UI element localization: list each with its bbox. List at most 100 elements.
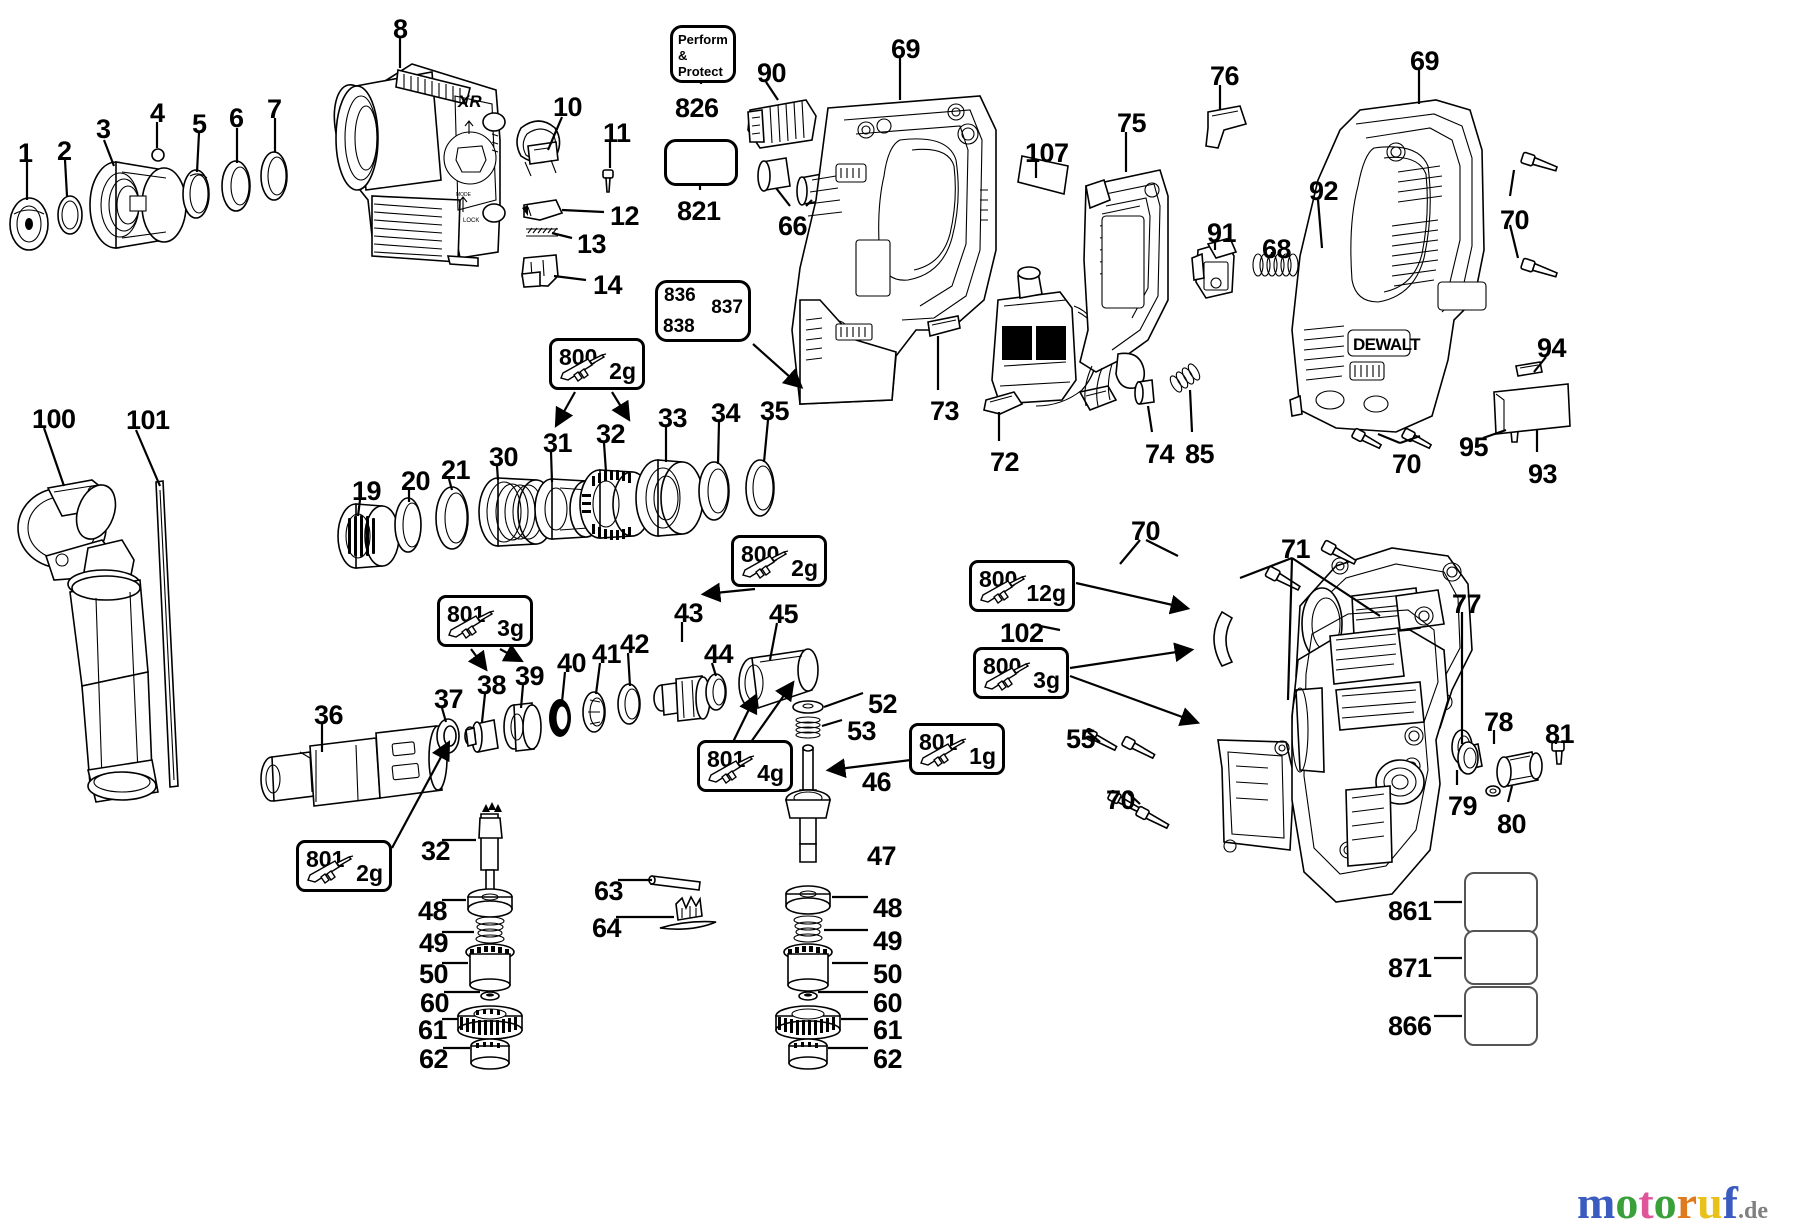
art-63-64 xyxy=(648,875,717,930)
watermark-letter: r xyxy=(1676,1177,1698,1228)
part-number-49b: 49 xyxy=(873,926,903,956)
watermark-letter: o xyxy=(1615,1177,1639,1228)
accessory-box-866 xyxy=(1464,986,1538,1046)
part-number-10: 10 xyxy=(553,92,583,122)
perform-protect-line-2: & xyxy=(678,47,688,63)
part-number-826: 826 xyxy=(675,93,719,123)
part-number-73: 73 xyxy=(930,396,960,426)
part-number-30: 30 xyxy=(489,442,519,472)
watermark-letter: o xyxy=(1653,1177,1677,1228)
art-clamshell-69-left xyxy=(791,95,997,405)
part-number-37: 37 xyxy=(434,684,464,714)
part-number-3: 3 xyxy=(96,114,111,144)
part-number-70b: 70 xyxy=(1392,449,1422,479)
part-number-95: 95 xyxy=(1459,432,1489,462)
part-number-63: 63 xyxy=(594,876,624,906)
part-number-81: 81 xyxy=(1545,719,1575,749)
art-mode-selector-10-14 xyxy=(516,120,614,288)
watermark-letter: m xyxy=(1577,1177,1616,1228)
svg-text:MODE: MODE xyxy=(456,192,472,198)
svg-text:DEWALT: DEWALT xyxy=(1353,335,1421,354)
part-number-64: 64 xyxy=(592,913,622,943)
accessory-box-861 xyxy=(1464,872,1538,934)
part-number-11: 11 xyxy=(603,118,631,148)
grease-amount: 3g xyxy=(1033,667,1060,693)
part-number-102: 102 xyxy=(1000,618,1044,648)
part-number-107: 107 xyxy=(1025,138,1069,168)
part-number-62b: 62 xyxy=(873,1044,903,1074)
part-number-69a: 69 xyxy=(891,34,921,64)
grease-gun-icon xyxy=(448,610,495,640)
perform-protect-label: Perform & Protect xyxy=(670,25,736,83)
part-number-20: 20 xyxy=(401,466,431,496)
part-number-91: 91 xyxy=(1207,218,1237,248)
part-number-61a: 61 xyxy=(418,1015,448,1045)
part-number-7: 7 xyxy=(267,94,282,124)
part-number-36: 36 xyxy=(314,700,344,730)
part-number-70d: 70 xyxy=(1106,785,1136,815)
art-nose-assembly xyxy=(9,148,288,251)
art-clamshell-69-right: DEWALT xyxy=(1289,99,1487,433)
part-number-90: 90 xyxy=(757,58,787,88)
part-number-821: 821 xyxy=(677,196,721,226)
part-number-40: 40 xyxy=(557,648,587,678)
part-number-74: 74 xyxy=(1145,439,1175,469)
part-number-70a: 70 xyxy=(1500,205,1530,235)
grease-amount: 2g xyxy=(609,358,636,384)
art-gearbox-71 xyxy=(1083,539,1473,853)
part-number-76: 76 xyxy=(1210,61,1240,91)
part-number-101: 101 xyxy=(126,405,170,435)
part-number-80: 80 xyxy=(1497,809,1527,839)
perform-protect-line-3: Protect xyxy=(678,63,723,79)
part-number-13: 13 xyxy=(577,229,607,259)
part-number-70c: 70 xyxy=(1131,516,1161,546)
part-number-75: 75 xyxy=(1117,108,1147,138)
part-number-41: 41 xyxy=(592,639,622,669)
part-number-68: 68 xyxy=(1262,234,1292,264)
part-number-861: 861 xyxy=(1388,896,1432,926)
part-number-1: 1 xyxy=(18,138,33,168)
part-number-50b: 50 xyxy=(873,959,903,989)
part-number-14: 14 xyxy=(593,270,623,300)
grease-amount: 3g xyxy=(497,615,524,641)
svg-text:LOCK: LOCK xyxy=(463,218,479,224)
part-number-33: 33 xyxy=(658,403,688,433)
part-number-31: 31 xyxy=(543,428,573,458)
part-number-38: 38 xyxy=(477,670,507,700)
part-number-35: 35 xyxy=(760,396,790,426)
part-number-62a: 62 xyxy=(419,1044,449,1074)
art-column-right xyxy=(775,843,841,1070)
part-number-60b: 60 xyxy=(873,988,903,1018)
part-number-42: 42 xyxy=(620,629,650,659)
clip-code-837: 837 xyxy=(711,297,743,318)
part-number-85: 85 xyxy=(1185,439,1215,469)
part-number-44: 44 xyxy=(704,639,734,669)
part-number-55: 55 xyxy=(1066,724,1096,754)
grease-gun-icon xyxy=(984,662,1031,692)
part-number-60a: 60 xyxy=(420,988,450,1018)
grease-amount: 12g xyxy=(1026,580,1066,606)
watermark-tld: .de xyxy=(1738,1198,1768,1224)
part-number-5: 5 xyxy=(192,109,207,139)
part-number-866: 866 xyxy=(1388,1011,1432,1041)
part-number-19: 19 xyxy=(352,476,382,506)
part-number-92: 92 xyxy=(1309,176,1339,206)
grease-gun-icon xyxy=(920,738,967,768)
part-number-78: 78 xyxy=(1484,707,1514,737)
part-number-871: 871 xyxy=(1388,953,1432,983)
part-number-48b: 48 xyxy=(873,893,903,923)
part-number-66: 66 xyxy=(778,211,808,241)
part-number-45: 45 xyxy=(769,599,799,629)
part-number-32b: 32 xyxy=(421,836,451,866)
part-number-49a: 49 xyxy=(419,928,449,958)
watermark-letter: u xyxy=(1697,1177,1723,1228)
site-watermark: motoruf.de xyxy=(1577,1176,1768,1229)
clip-code-838: 838 xyxy=(663,316,695,337)
part-number-93: 93 xyxy=(1528,459,1558,489)
svg-text:XR: XR xyxy=(457,92,482,111)
